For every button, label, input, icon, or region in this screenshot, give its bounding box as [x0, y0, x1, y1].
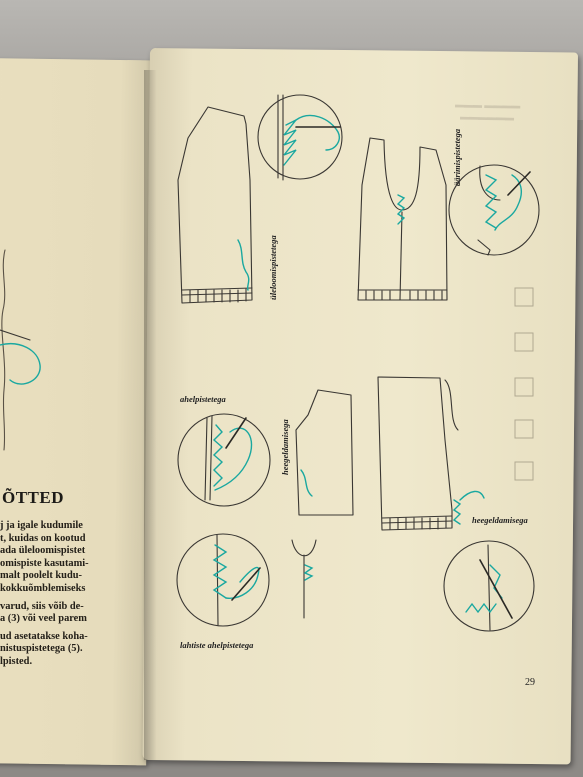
paragraph: ud asetatakse koha- nistuspistetega (5).…	[0, 630, 88, 667]
garment-body-3	[295, 389, 354, 516]
needle-icons	[225, 126, 531, 619]
page-number: 29	[525, 677, 535, 688]
margin-icons	[514, 287, 534, 481]
label-ulelooms: üleloomispistetega	[268, 235, 278, 300]
garment-body-2	[357, 137, 448, 301]
label-ahelp: ahelpistetega	[180, 394, 226, 404]
label-heegeld-horizontal: heegeldamisega	[472, 515, 528, 525]
book-gutter	[144, 70, 162, 760]
garment-body-1	[177, 106, 253, 304]
paragraph: varud, siis võib de- a (3) või veel pare…	[0, 600, 87, 625]
paragraph: j ja igale kudumile t, kuidas on kootud …	[0, 520, 89, 594]
body-text: j ja igale kudumile t, kuidas on kootud …	[0, 520, 150, 674]
thread-stitches	[0, 114, 522, 614]
label-heegeld-vertical: heegeldamisega	[280, 419, 290, 475]
label-lahtiste: lahtiste ahelpistetega	[180, 640, 254, 650]
section-heading: ÕTTED	[2, 488, 65, 507]
label-aarims: äärimispistetega	[452, 128, 462, 186]
garment-body-4	[377, 376, 453, 531]
